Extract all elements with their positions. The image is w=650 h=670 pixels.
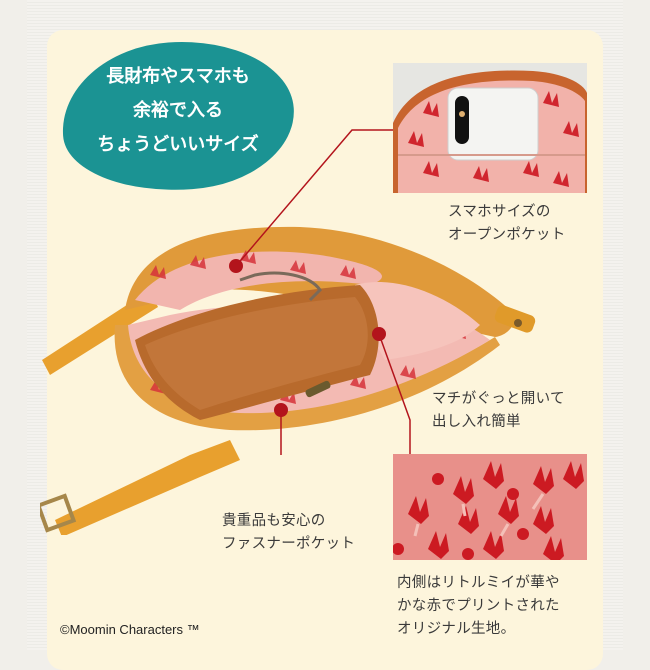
feature-caption-zipper-pocket: 貴重品も安心の ファスナーポケット [222, 513, 356, 552]
phone-pocket-photo [393, 63, 587, 193]
headline-line-3: ちょうどいいサイズ [97, 134, 259, 155]
leader-lines [229, 129, 411, 455]
fabric-closeup-photo [393, 454, 587, 560]
copyright-notice: ©Moomin Characters ™ [60, 622, 200, 637]
headline-line-1: 長財布やスマホも [106, 66, 250, 87]
feature-caption-lining: 内側はリトルミイが華や かな赤でプリントされた オリジナル生地。 [397, 575, 560, 637]
headline-line-2: 余裕で入る [133, 100, 223, 121]
headline: 長財布やスマホも 余裕で入る ちょうどいいサイズ [70, 60, 286, 162]
feature-caption-open-pocket: スマホサイズの オープンポケット [448, 204, 566, 243]
feature-caption-gusset: マチがぐっと開いて 出し入れ簡単 [432, 391, 565, 430]
bag-photo [40, 226, 536, 535]
